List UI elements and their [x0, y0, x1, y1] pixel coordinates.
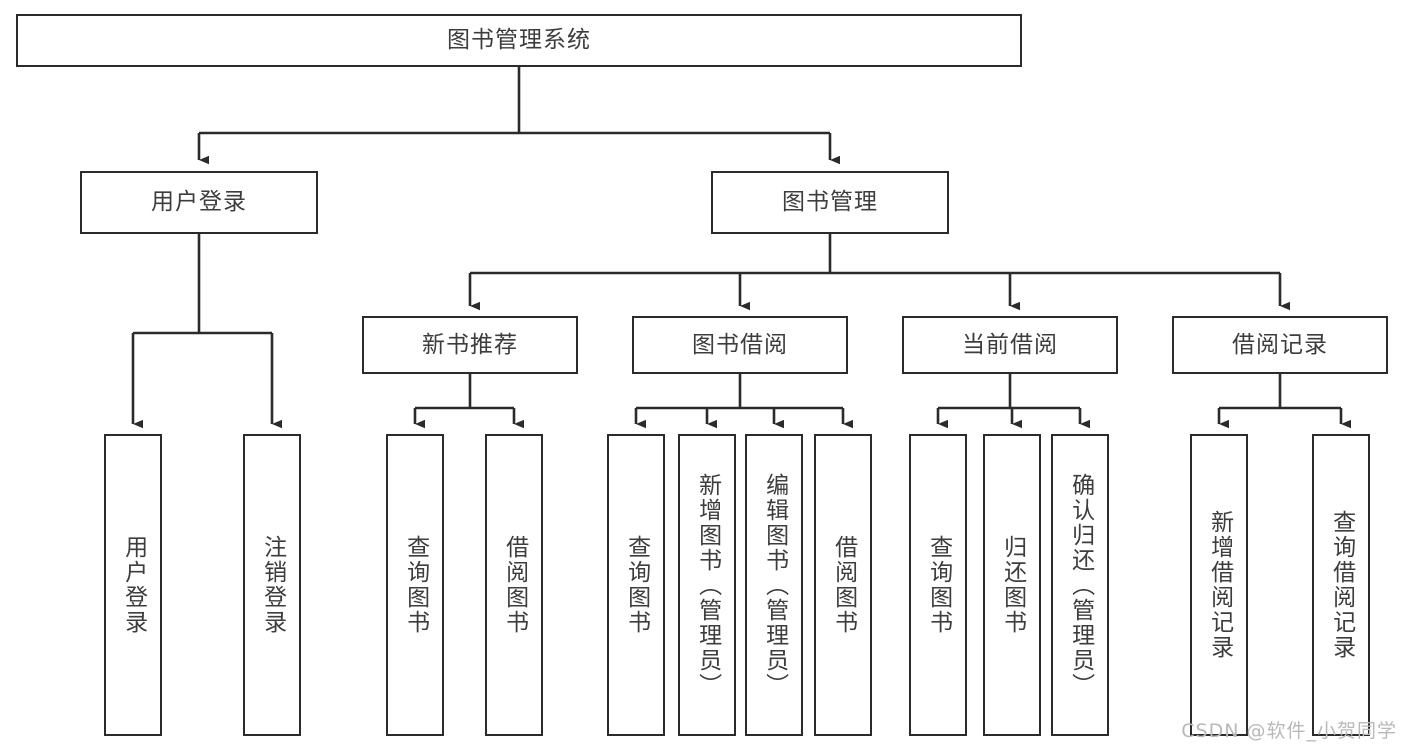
node-leaf-query-book-1-label: 查询图书	[402, 535, 429, 635]
node-borrow-record[interactable]: 借阅记录	[1172, 316, 1388, 374]
node-leaf-add-book[interactable]: 新增图书（管理员）	[678, 434, 736, 736]
node-leaf-add-book-label: 新增图书（管理员）	[694, 472, 721, 698]
node-book-manage-label: 图书管理	[782, 189, 878, 215]
node-leaf-borrow-book-2[interactable]: 借阅图书	[814, 434, 872, 736]
node-leaf-query-book-2[interactable]: 查询图书	[607, 434, 665, 736]
node-leaf-query-book-3-label: 查询图书	[925, 535, 952, 635]
node-leaf-borrow-book-2-label: 借阅图书	[830, 535, 857, 635]
node-leaf-add-record[interactable]: 新增借阅记录	[1190, 434, 1248, 736]
node-current-borrow[interactable]: 当前借阅	[902, 316, 1118, 374]
node-book-manage[interactable]: 图书管理	[711, 171, 949, 234]
node-current-borrow-label: 当前借阅	[962, 331, 1058, 358]
node-leaf-edit-book[interactable]: 编辑图书（管理员）	[745, 434, 803, 736]
node-leaf-query-book-3[interactable]: 查询图书	[909, 434, 967, 736]
node-leaf-query-book-1[interactable]: 查询图书	[386, 434, 444, 736]
node-borrow-record-label: 借阅记录	[1232, 331, 1328, 358]
node-leaf-add-record-label: 新增借阅记录	[1206, 510, 1233, 660]
node-new-book-recommend-label: 新书推荐	[422, 331, 518, 358]
node-leaf-borrow-book-1-label: 借阅图书	[501, 535, 528, 635]
node-leaf-user-login[interactable]: 用户登录	[104, 434, 162, 736]
node-leaf-return-book[interactable]: 归还图书	[983, 434, 1041, 736]
node-leaf-borrow-book-1[interactable]: 借阅图书	[485, 434, 543, 736]
node-new-book-recommend[interactable]: 新书推荐	[362, 316, 578, 374]
node-root-label: 图书管理系统	[447, 27, 591, 53]
node-book-borrow-label: 图书借阅	[692, 331, 788, 358]
node-book-borrow[interactable]: 图书借阅	[632, 316, 848, 374]
node-leaf-query-record[interactable]: 查询借阅记录	[1312, 434, 1370, 736]
node-leaf-confirm-return-label: 确认归还（管理员）	[1067, 472, 1094, 698]
node-leaf-user-login-label: 用户登录	[120, 535, 147, 635]
node-user-login[interactable]: 用户登录	[80, 171, 318, 234]
node-leaf-confirm-return[interactable]: 确认归还（管理员）	[1051, 434, 1109, 736]
node-leaf-user-logout-label: 注销登录	[259, 535, 286, 635]
node-leaf-user-logout[interactable]: 注销登录	[243, 434, 301, 736]
node-root[interactable]: 图书管理系统	[16, 14, 1022, 67]
node-leaf-query-record-label: 查询借阅记录	[1328, 510, 1355, 660]
node-leaf-query-book-2-label: 查询图书	[623, 535, 650, 635]
node-user-login-label: 用户登录	[151, 189, 247, 215]
node-leaf-edit-book-label: 编辑图书（管理员）	[761, 472, 788, 698]
watermark: CSDN @软件_小贺同学	[1181, 720, 1397, 742]
node-leaf-return-book-label: 归还图书	[999, 535, 1026, 635]
